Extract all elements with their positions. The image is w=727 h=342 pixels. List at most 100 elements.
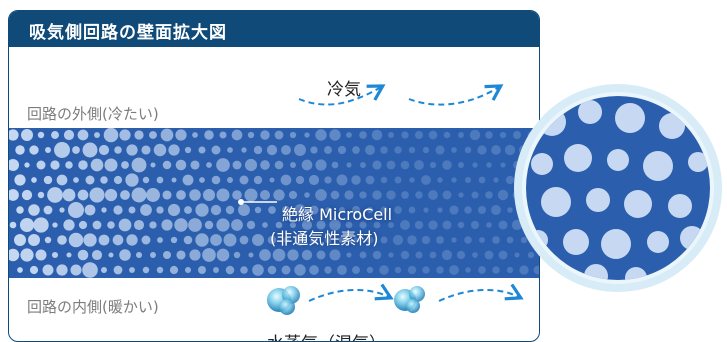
microcell-bubble <box>141 235 151 245</box>
microcell-bubble <box>77 249 89 261</box>
microcell-bubble <box>52 222 58 228</box>
microcell-bubble <box>107 221 115 229</box>
microcell-bubble <box>520 236 528 244</box>
microcell-bubble <box>227 147 233 153</box>
microcell-bubble <box>167 203 181 217</box>
microcell-bubble <box>353 237 359 243</box>
microcell-bubble <box>324 176 332 184</box>
microcell-bubble <box>171 177 177 183</box>
microcell-bubble <box>274 130 284 140</box>
microcell-bubble <box>477 205 487 215</box>
microcell-bubble <box>62 188 76 202</box>
microcell-bubble <box>153 143 167 157</box>
microcell-bubble <box>316 220 326 230</box>
microcell-bubble <box>511 219 523 231</box>
microcell-bubble <box>21 189 33 201</box>
microcell-bubble <box>108 252 114 258</box>
microcell-bubble <box>20 248 34 262</box>
microcell-bubble <box>114 146 122 154</box>
microcell-bubble <box>352 266 360 274</box>
microcell-bubble <box>78 220 88 230</box>
microcell-bubble <box>281 205 291 215</box>
microcell-bubble <box>272 248 286 262</box>
magnified-bubble <box>601 229 631 259</box>
microcell-bubble <box>304 132 310 138</box>
microcell-bubble <box>324 146 332 154</box>
microcell-bubble <box>267 265 277 275</box>
microcell-bubble <box>456 250 466 260</box>
microcell-bubble <box>50 160 60 170</box>
microcell-bubble <box>442 220 452 230</box>
microcell-bubble <box>304 192 310 198</box>
microcell-bubble <box>202 188 216 202</box>
microcell-bubble <box>28 234 40 246</box>
microcell-bubble <box>244 158 258 172</box>
magnified-bubble <box>586 188 610 212</box>
microcell-bubble <box>119 249 131 261</box>
microcell-bubbles <box>9 127 539 278</box>
microcell-bubble <box>239 235 249 245</box>
microcell-bubble <box>491 205 501 215</box>
microcell-bubble <box>449 265 459 275</box>
microcell-bubble <box>210 204 222 216</box>
microcell-bubble <box>345 221 353 229</box>
microcell-bubble <box>484 250 494 260</box>
microcell-bubble <box>82 142 98 158</box>
microcell-bubble <box>498 250 508 260</box>
microcell-bubble <box>331 161 339 169</box>
microcell-bubble <box>408 146 416 154</box>
microcell-bubble <box>134 130 144 140</box>
microcell-bubble <box>491 145 501 155</box>
microcell-bubble <box>35 249 47 261</box>
microcell-bubble <box>485 191 493 199</box>
microcell-bubble <box>240 266 248 274</box>
microcell-bubble <box>184 206 192 214</box>
microcell-bubble <box>184 266 192 274</box>
outer-side-label: 回路の外側(冷たい) <box>27 105 159 123</box>
microcell-bubble <box>281 145 291 155</box>
microcell-bubble <box>198 146 206 154</box>
microcell-bubble <box>267 235 277 245</box>
microcell-bubble <box>156 206 164 214</box>
microcell-bubble <box>142 266 150 274</box>
microcell-bubble <box>338 236 346 244</box>
microcell-bubble <box>14 174 26 186</box>
microcell-bubble <box>156 266 164 274</box>
microcell-bubble <box>260 130 270 140</box>
microcell-bubble <box>441 249 453 261</box>
microcell-bubble <box>365 145 375 155</box>
microcell-bubble <box>388 252 394 258</box>
microcell-bubble <box>190 160 200 170</box>
cold-air-label: 冷気 <box>327 80 361 100</box>
microcell-bubble <box>198 266 206 274</box>
microcell-bubble <box>232 190 242 200</box>
microcell-bubble <box>386 160 396 170</box>
microcell-bubble <box>77 189 89 201</box>
microcell-bubble <box>104 158 118 172</box>
microcell-bubble <box>54 142 70 158</box>
microcell-bubble <box>244 188 258 202</box>
microcell-bubble <box>301 219 313 231</box>
microcell-bubble <box>206 162 212 168</box>
microcell-bubble <box>211 145 221 155</box>
microcell-bubble <box>266 144 278 156</box>
microcell-bubble <box>470 220 480 230</box>
microcell-bubble <box>301 249 313 261</box>
microcell-bubble <box>290 162 296 168</box>
microcell-bubble <box>506 236 514 244</box>
microcell-bubble <box>365 175 375 185</box>
microcell-bubble <box>351 205 361 215</box>
microcell-bubble <box>309 265 319 275</box>
microcell-bubble <box>429 251 437 259</box>
microcell-bubble <box>33 217 49 233</box>
microcell-bubble <box>315 159 327 171</box>
microcell-bubble <box>269 177 275 183</box>
microcell-bubble <box>294 144 306 156</box>
microcell-bubble <box>373 221 381 229</box>
microcell-bubble <box>359 191 367 199</box>
microcell-bubble <box>9 189 19 201</box>
microcell-bubble <box>168 144 180 156</box>
microcell-bubble <box>184 146 192 154</box>
microcell-bubble <box>216 188 230 202</box>
microcell-bubble <box>15 145 25 155</box>
